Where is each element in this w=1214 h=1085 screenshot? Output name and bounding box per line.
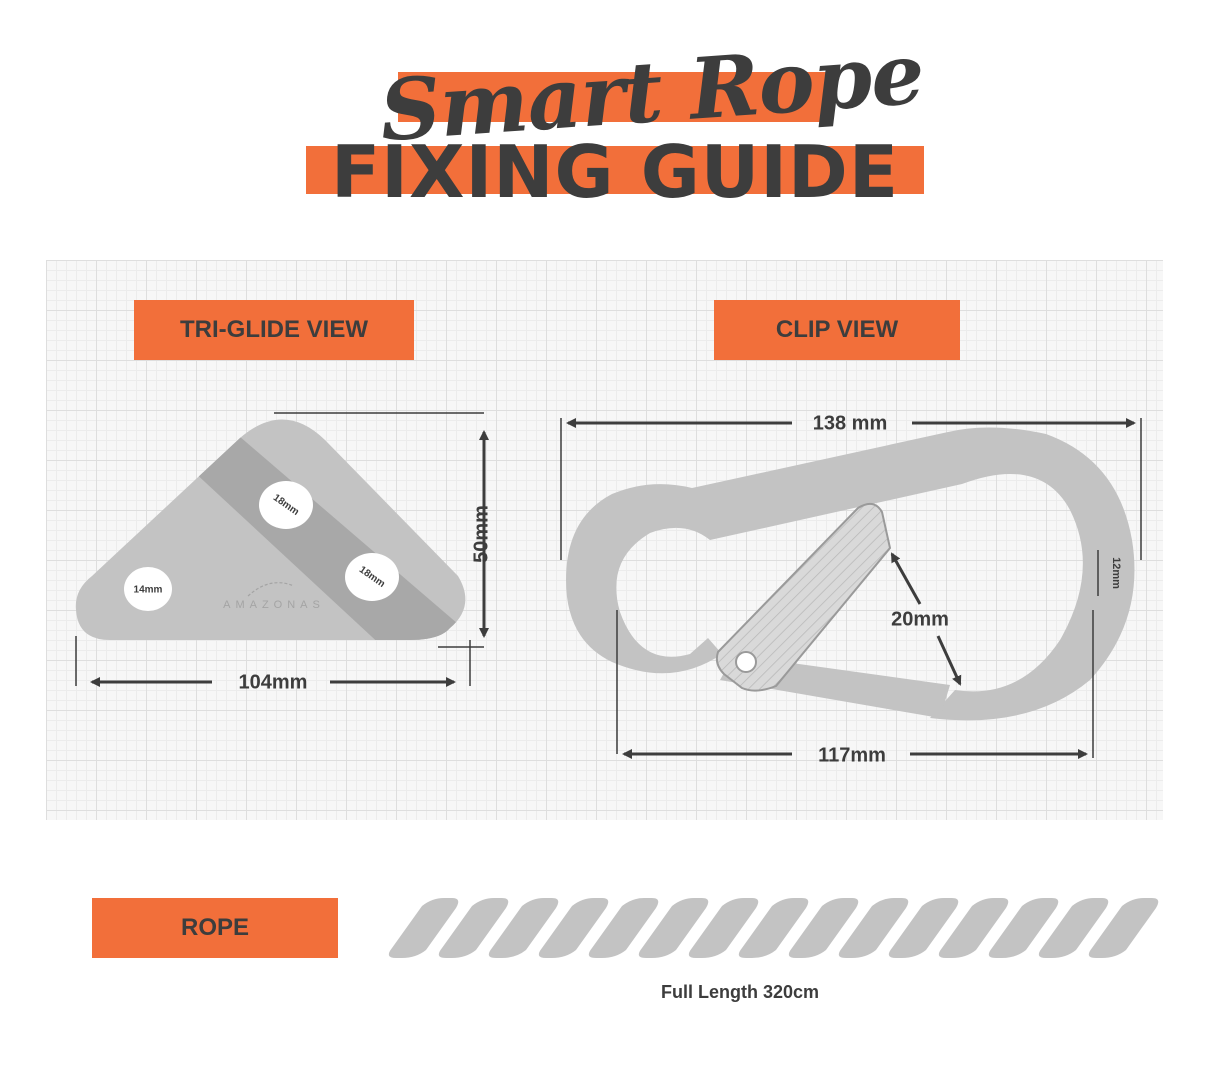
clip-gate-opening-label: 20mm (891, 608, 949, 630)
rope-shape (388, 898, 1159, 958)
rope-twist (388, 898, 459, 958)
clip-view-label: CLIP VIEW (714, 300, 960, 360)
rope-twist (588, 898, 659, 958)
rope-twist (938, 898, 1009, 958)
rope-twist (1038, 898, 1109, 958)
rope-twist (688, 898, 759, 958)
clip-thickness-label: 12mm (1110, 557, 1122, 589)
clip-shape (566, 427, 1135, 721)
brand-swoosh (247, 582, 295, 597)
hole-small-label: 14mm (134, 585, 163, 596)
rope-twist (788, 898, 859, 958)
main-title-bar (306, 146, 924, 194)
rope-length-caption: Full Length 320cm (660, 982, 820, 1002)
tri-glide-height-label: 50mm (470, 505, 492, 563)
clip-length-label: 138 mm (813, 412, 888, 434)
tri-glide-view-label: TRI-GLIDE VIEW (134, 300, 414, 360)
hole-bottom (345, 553, 399, 601)
rope-twist (538, 898, 609, 958)
rope-label: ROPE (92, 898, 338, 958)
hole-small (124, 567, 172, 611)
rope-twist (1088, 898, 1159, 958)
rope-twist (488, 898, 559, 958)
rope-twist (988, 898, 1059, 958)
tri-glide-shape: 18mm 18mm 14mm AMAZONAS (75, 419, 466, 640)
tri-glide-width-label: 104mm (239, 671, 308, 693)
clip-gate (715, 502, 892, 692)
script-title-bar (398, 72, 830, 122)
rope-twist (638, 898, 709, 958)
hole-top (259, 481, 313, 529)
brand-mark: AMAZONAS (223, 599, 325, 611)
rope-twist (838, 898, 909, 958)
gate-pivot (735, 651, 757, 673)
clip-inner-length-label: 117mm (818, 744, 886, 766)
rope-twist (438, 898, 509, 958)
clip-dimensions: 138 mm 117mm 20mm 12mm (560, 412, 1142, 766)
tri-glide-dimensions: 50mm 104mm (75, 412, 492, 693)
rope-twist (888, 898, 959, 958)
rope-twist (738, 898, 809, 958)
main-title: FIXING GUIDE (331, 130, 899, 214)
